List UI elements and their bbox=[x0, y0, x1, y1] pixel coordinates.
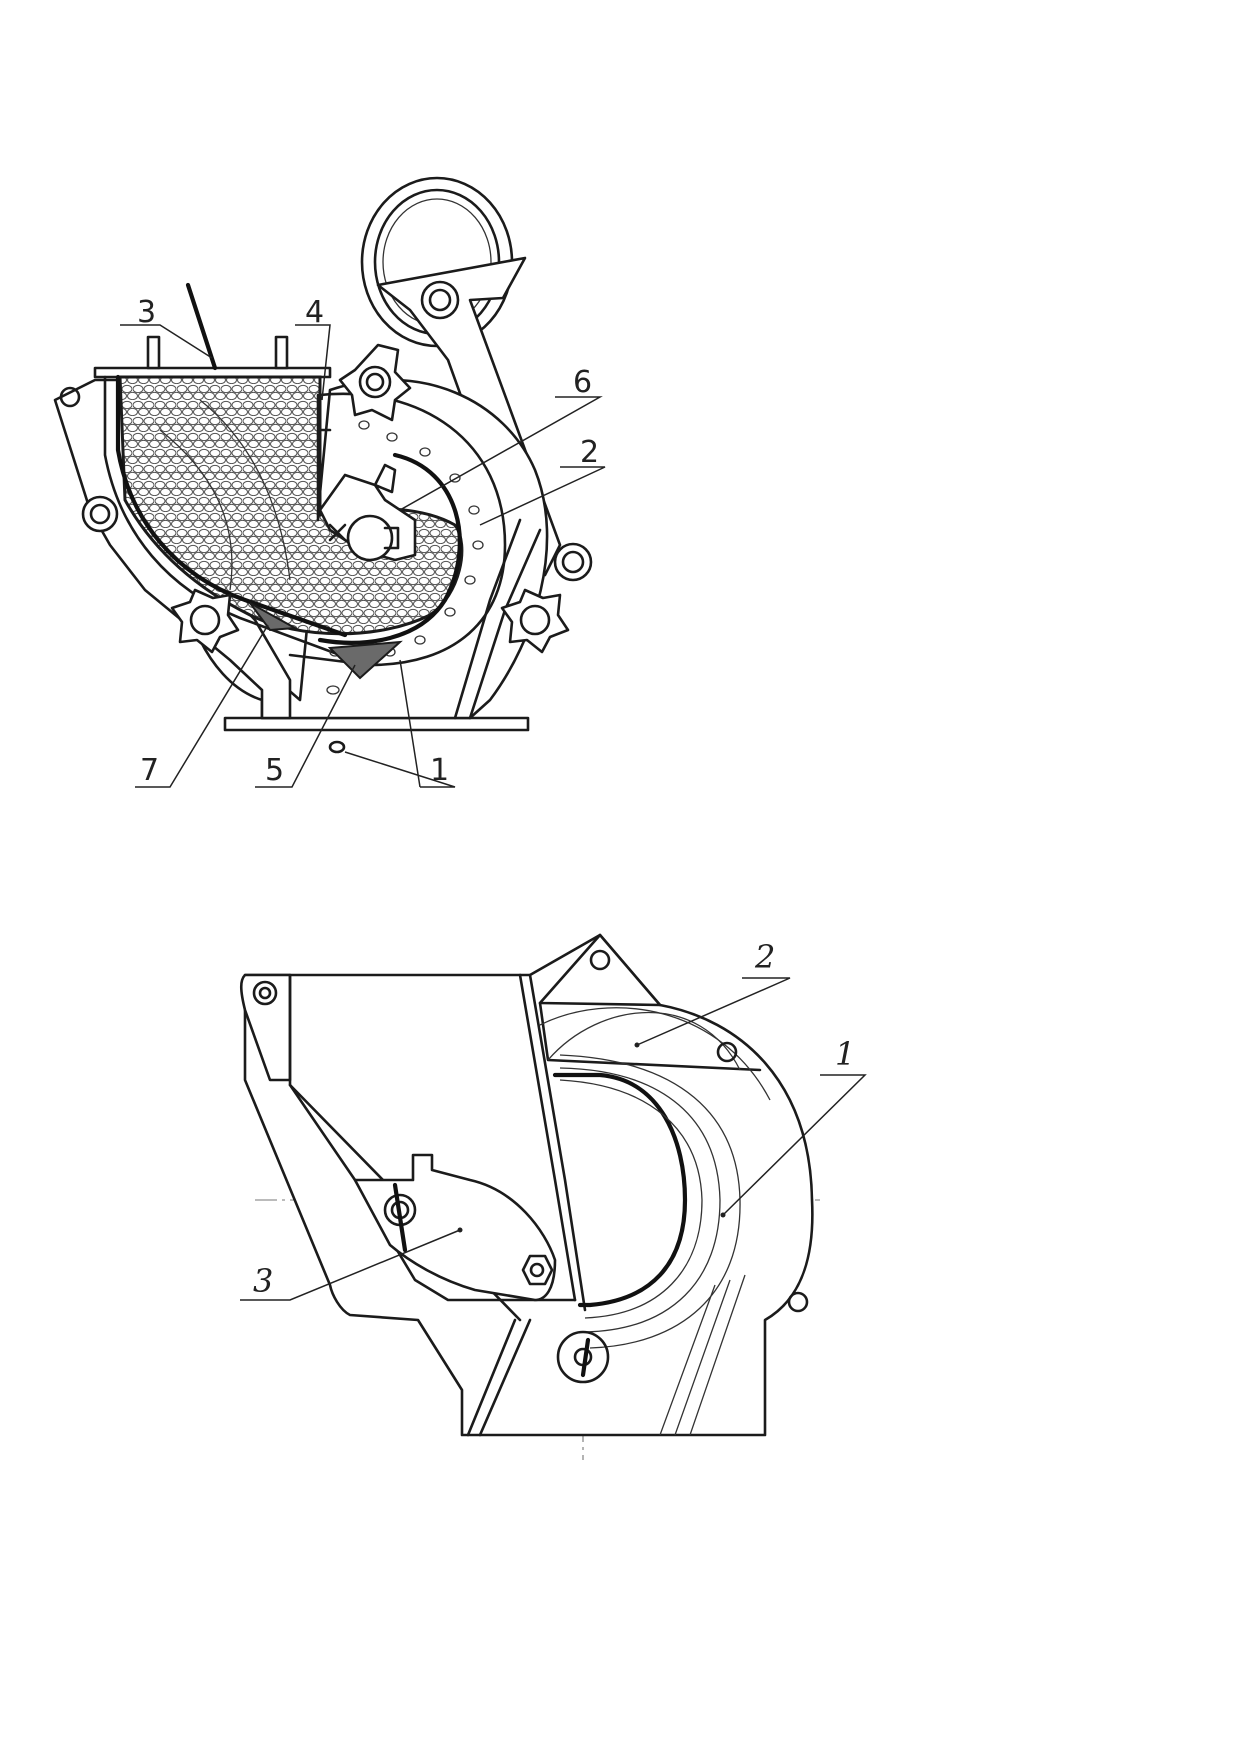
callout-7-top: 7 bbox=[135, 624, 269, 788]
screen-drum-inner bbox=[317, 452, 462, 645]
pivot-top bbox=[420, 280, 460, 320]
screen-holes bbox=[326, 420, 484, 695]
svg-text:3: 3 bbox=[253, 1262, 273, 1300]
svg-text:2: 2 bbox=[580, 435, 599, 470]
screen-drum-outer bbox=[288, 392, 507, 667]
svg-text:6: 6 bbox=[573, 365, 592, 400]
callout-5-top: 5 bbox=[255, 664, 356, 788]
svg-text:4: 4 bbox=[305, 295, 324, 330]
svg-text:3: 3 bbox=[137, 295, 156, 330]
svg-text:5: 5 bbox=[265, 753, 284, 788]
svg-text:7: 7 bbox=[140, 753, 159, 788]
callout-2-bottom: 2 bbox=[636, 938, 791, 1046]
hex-nut bbox=[521, 1254, 554, 1286]
svg-text:2: 2 bbox=[754, 938, 775, 976]
svg-text:1: 1 bbox=[430, 753, 449, 788]
star-knob-left bbox=[170, 588, 240, 654]
callout-4-top: 4 bbox=[295, 295, 331, 401]
hopper-left-wall bbox=[115, 374, 348, 638]
housing-outline bbox=[243, 933, 814, 1437]
wing-nut bbox=[383, 1182, 417, 1253]
callout-3-bottom: 3 bbox=[240, 1229, 461, 1301]
right-frame-leg bbox=[453, 518, 522, 720]
pivot-right bbox=[553, 542, 593, 582]
base-plate bbox=[223, 716, 530, 732]
left-mount-ear bbox=[239, 973, 292, 1082]
grain-mass bbox=[118, 375, 464, 636]
inspection-plate bbox=[353, 1153, 557, 1302]
outlet-bolt bbox=[556, 1330, 610, 1384]
callout-3-top: 3 bbox=[120, 295, 213, 359]
star-knob-top bbox=[338, 343, 412, 422]
callout-2-top: 2 bbox=[479, 435, 606, 526]
feed-lever bbox=[185, 282, 218, 371]
callout-1-top: 1 bbox=[344, 659, 456, 788]
callout-1-bottom: 1 bbox=[722, 1035, 867, 1216]
svg-text:1: 1 bbox=[835, 1035, 855, 1073]
adjustable-wedge bbox=[249, 602, 299, 632]
drum-opening bbox=[552, 1072, 688, 1308]
star-knob-right bbox=[500, 588, 570, 654]
discharge-guide bbox=[327, 640, 403, 680]
top-figure-grain-disperser: 3 4 6 2 7 5 1 bbox=[53, 176, 606, 788]
baffle-plate bbox=[316, 393, 332, 522]
rotor-impeller bbox=[318, 463, 417, 562]
callout-6-top: 6 bbox=[399, 365, 603, 511]
bottom-figure-housing-view: 2 1 3 bbox=[239, 933, 867, 1460]
